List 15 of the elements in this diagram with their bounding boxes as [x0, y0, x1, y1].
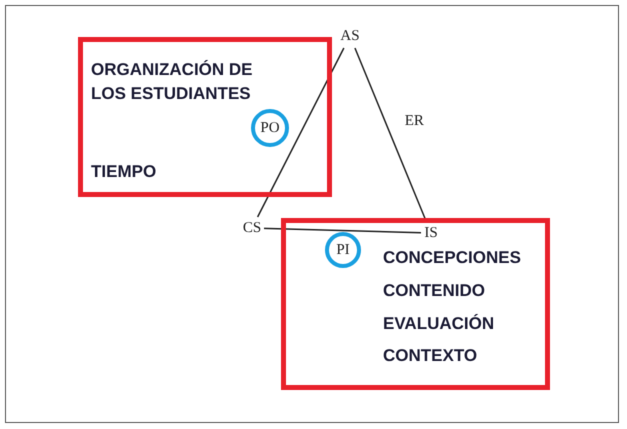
box-text: EVALUACIÓN: [383, 313, 496, 335]
box-text: ORGANIZACIÓN DE LOS ESTUDIANTES: [91, 59, 254, 105]
vertex-label: CS: [240, 217, 264, 239]
box-text: CONCEPCIONES: [383, 247, 522, 269]
vertex-label: AS: [337, 24, 363, 48]
circle-label: PI: [325, 232, 361, 268]
vertex-label: IS: [421, 222, 441, 244]
box-text: CONTENIDO: [383, 280, 486, 302]
text-box: [78, 37, 332, 197]
triangle-side: [264, 228, 422, 234]
text-box: [281, 218, 550, 390]
triangle-side: [256, 48, 345, 218]
circle-label: PO: [251, 109, 289, 147]
box-text: TIEMPO: [91, 161, 158, 183]
box-text: CONTEXTO: [383, 345, 478, 367]
